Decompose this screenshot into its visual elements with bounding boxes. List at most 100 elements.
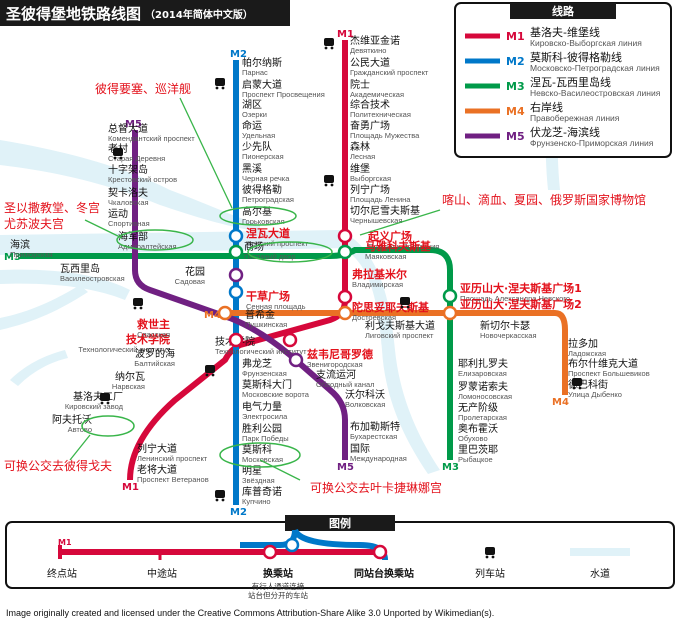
station-name-ru: Пушкинская: [245, 320, 287, 329]
station-name-ru: Лесная: [350, 152, 375, 161]
station-name-ru: Парк Победы: [242, 434, 289, 443]
station-name-zh: 列宁大道: [137, 442, 177, 455]
station-name-zh: 胜利公园: [242, 423, 282, 435]
station-name-ru: Технологический институт: [215, 347, 307, 356]
station-name-ru: Девяткино: [350, 46, 386, 55]
title-bar: 圣彼得堡地铁路线图 （2014年简体中文版）: [0, 0, 290, 26]
station-name-zh: 明星: [242, 465, 262, 477]
key-water-label: 水道: [590, 567, 610, 580]
station-name-zh: 沃尔科沃: [345, 388, 385, 401]
station-name-zh: 综合技术: [350, 98, 390, 111]
station-name-zh: 兹韦尼哥罗德: [307, 347, 373, 361]
station-name-ru: Площадь Ленина: [350, 195, 411, 204]
train-icon: [133, 298, 143, 310]
station-name-ru: Автово: [68, 425, 92, 434]
station-name-zh: 湖区: [242, 99, 262, 111]
station-m4-2[interactable]: 亚历山大·涅夫斯基广场2: [460, 297, 582, 311]
station-name-ru: Владимирская: [352, 280, 403, 289]
station-name-ru: Бухарестская: [350, 432, 397, 441]
transfer-pushkinskaya: [282, 332, 298, 348]
annotation-kazan: 喀山、滴血、夏园、俄罗斯国家博物馆: [442, 192, 646, 207]
station-name-zh: 纳尔瓦: [115, 370, 145, 383]
pointer-line: [259, 459, 301, 481]
station-name-zh: 布加勒斯特: [350, 420, 400, 433]
station-name-ru: Достоевская: [352, 313, 396, 322]
m3-label-left: M3: [4, 252, 21, 263]
key-same-platform-marker: [372, 544, 388, 560]
station-name-zh: 公民大道: [350, 56, 390, 69]
station-name-ru: Проспект Ветеранов: [137, 475, 209, 484]
station-name-zh: 杰维亚金诺: [350, 34, 400, 47]
station-name-ru: Сенная площадь: [246, 302, 306, 311]
station-name-ru: Академическая: [350, 90, 404, 99]
legend-name-ru: Кировско-Выборгская линия: [530, 38, 642, 48]
key-terminal-label: 终点站: [47, 567, 77, 580]
map-title: 圣彼得堡地铁路线图: [5, 5, 141, 23]
station-name-zh: 列宁广场: [350, 183, 390, 196]
station-name-ru: Ленинский проспект: [137, 454, 208, 463]
station-name-ru: Московские ворота: [242, 390, 310, 399]
